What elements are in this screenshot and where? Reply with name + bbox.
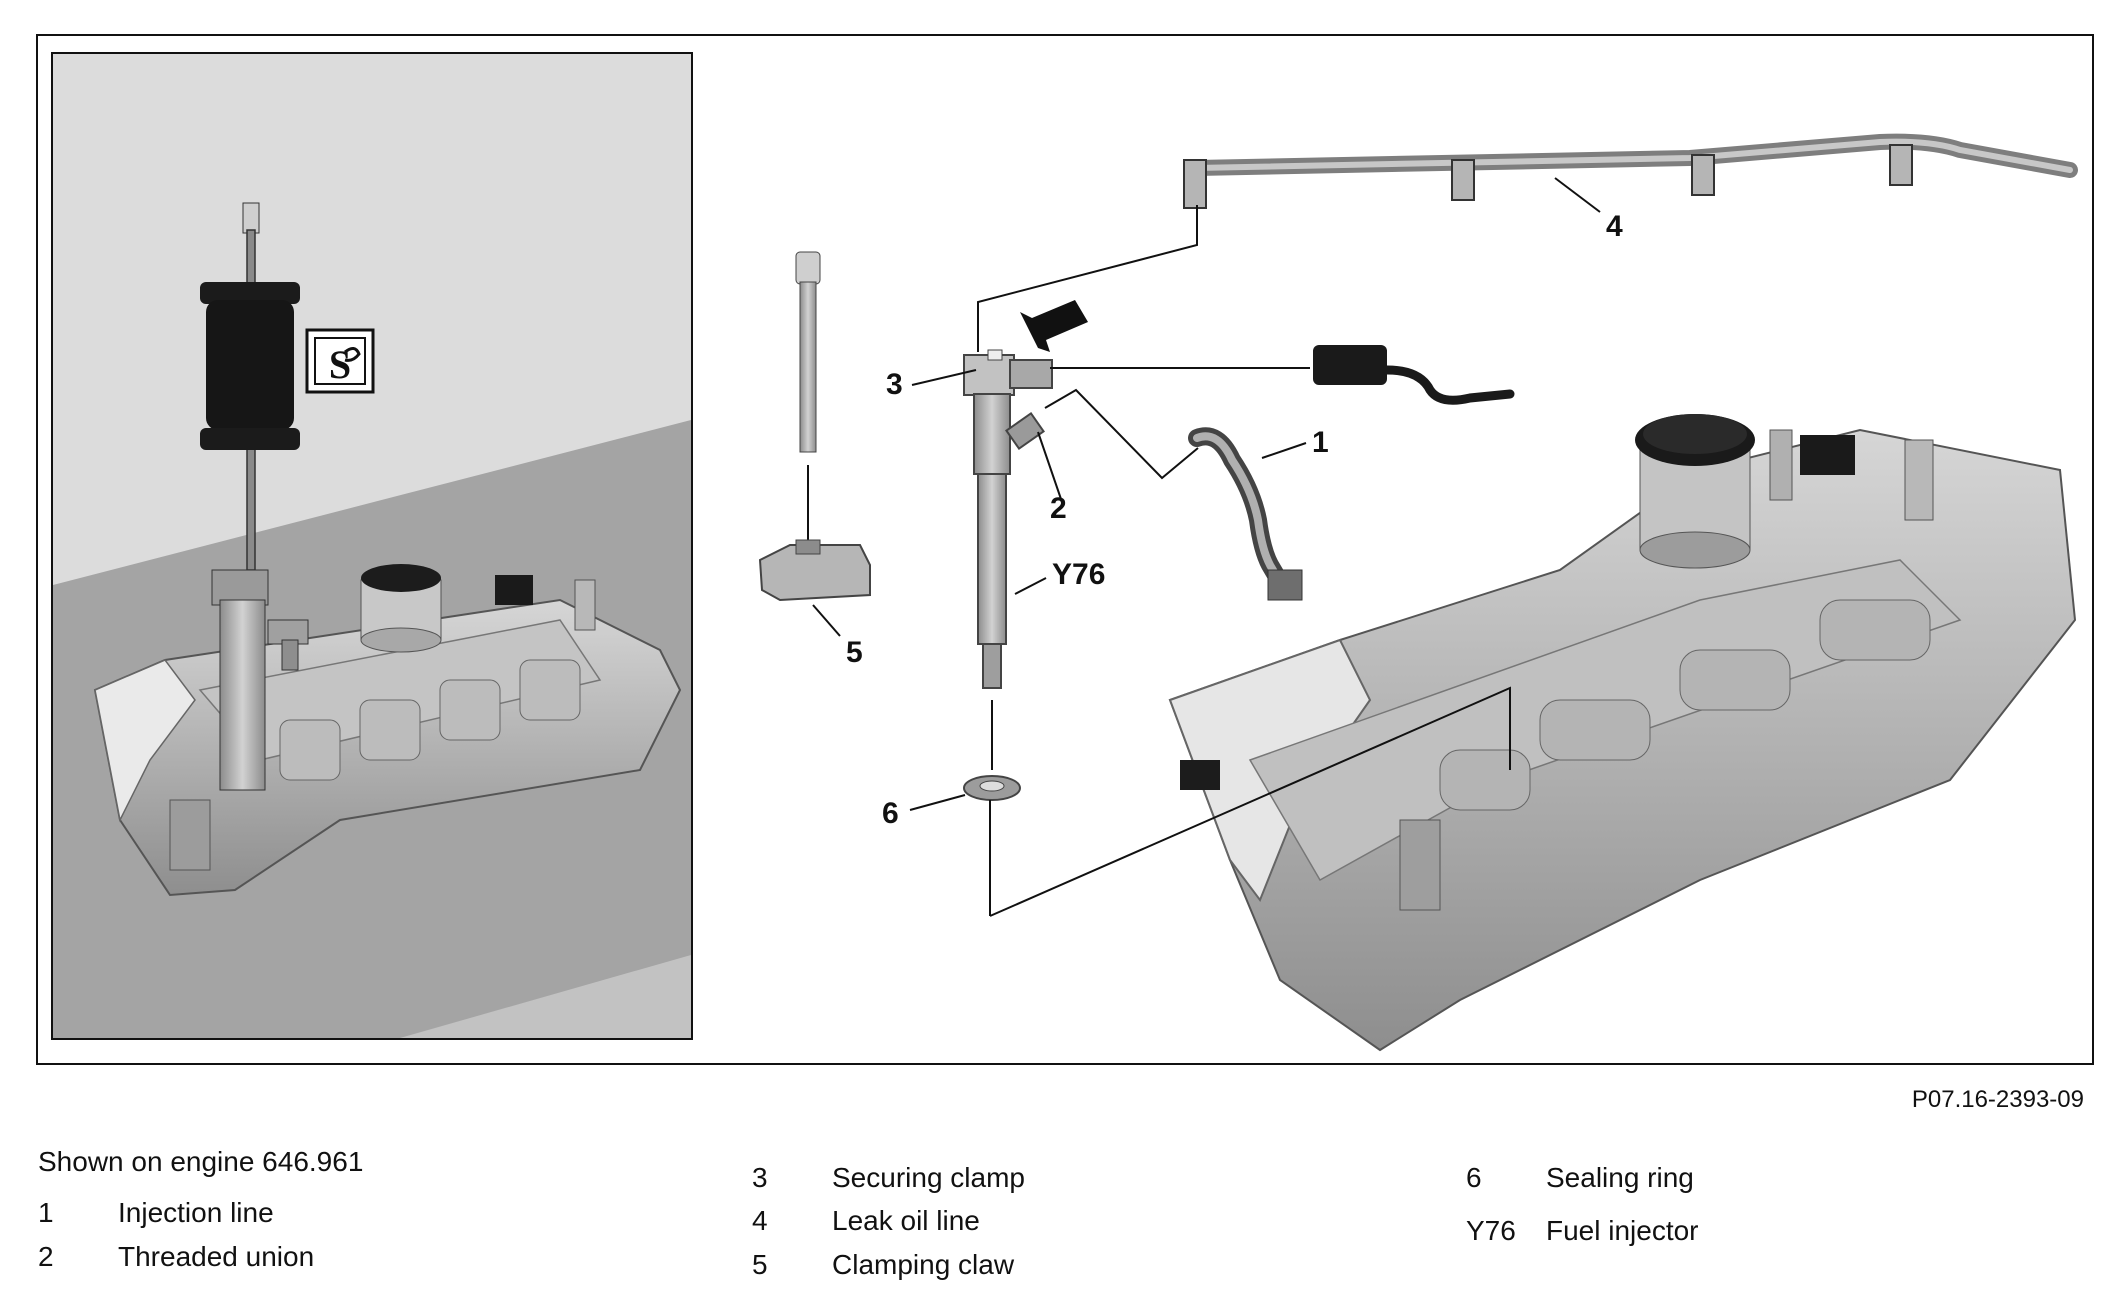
injector-diagram: S [36,34,2094,1065]
legend-key: 4 [752,1205,768,1236]
leak-oil-line [1183,133,2078,209]
legend-text: Sealing ring [1546,1162,1694,1193]
clamping-claw [758,251,871,602]
legend-key: 5 [752,1249,768,1280]
left-inset: S [51,52,693,1040]
sealing-ring [963,700,1021,801]
fuel-injector [963,349,1053,689]
injector-connector [1313,345,1515,405]
legend-key: 6 [1466,1162,1482,1193]
callout-4: 4 [1606,210,1623,243]
svg-text:S: S [329,342,351,387]
leader-lines [812,177,1601,917]
cylinder-head-cover [1168,414,2077,1052]
figure-id: P07.16-2393-09 [1911,1086,2084,1113]
legend-key: 3 [752,1162,768,1193]
callout-5: 5 [846,636,863,669]
callout-2: 2 [1050,492,1067,525]
callout-6: 6 [882,797,899,830]
callout-3: 3 [886,368,903,401]
legend-text: Securing clamp [832,1162,1025,1193]
legend-text: Injection line [118,1197,274,1228]
legend-text: Fuel injector [1546,1215,1699,1246]
legend-key: 2 [38,1241,54,1272]
legend-text: Threaded union [118,1241,315,1272]
legend-key: 1 [38,1197,54,1228]
caption: Shown on engine 646.961 [38,1146,364,1177]
legend-text: Leak oil line [832,1205,980,1236]
legend-text: Clamping claw [832,1249,1015,1280]
figure-frame [36,34,2094,1065]
callout-Y76: Y76 [1052,558,1105,591]
pointer-arrow [1020,300,1088,352]
special-tool-icon: S [305,328,375,394]
callout-1: 1 [1312,426,1329,459]
injection-line [1188,427,1303,601]
puller-tool [200,202,309,791]
legend-key: Y76 [1466,1215,1516,1246]
